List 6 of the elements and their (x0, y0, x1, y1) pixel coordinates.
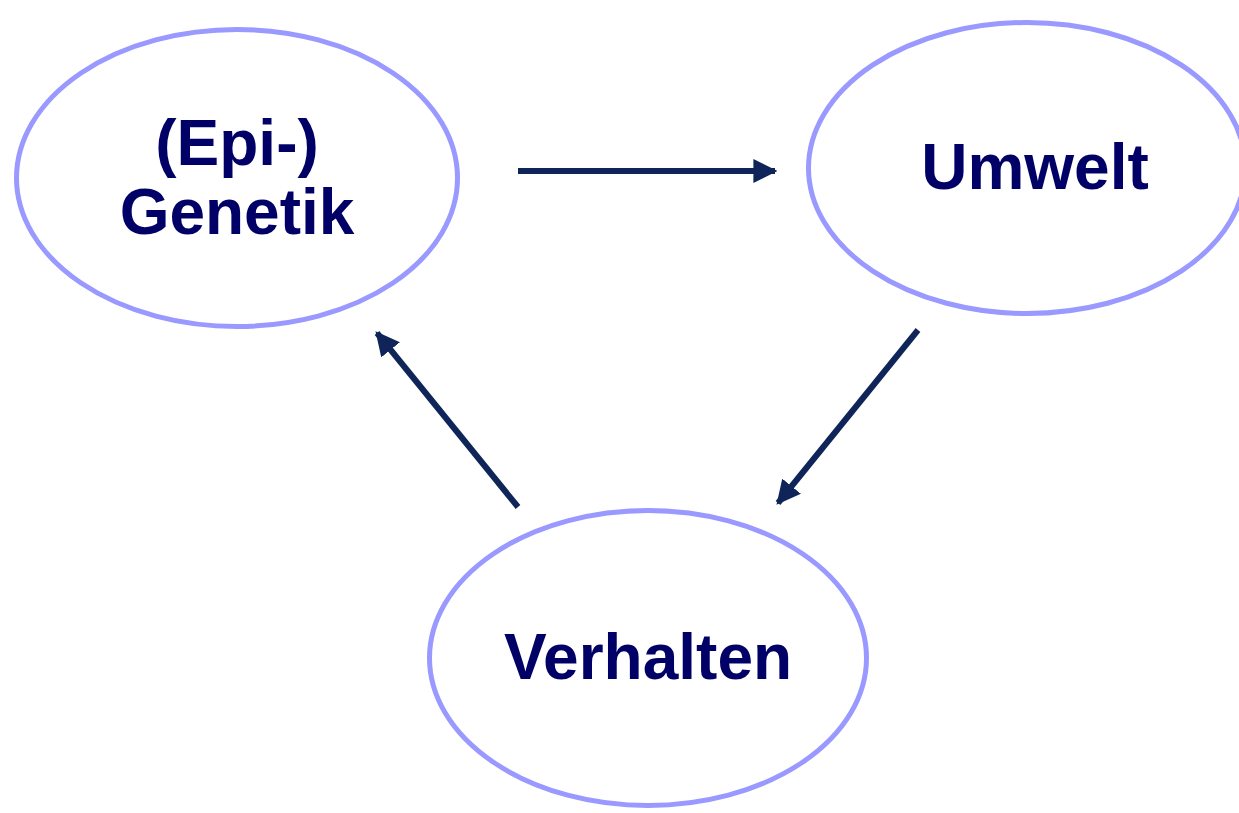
arrow (518, 159, 778, 183)
node-label: Verhalten (502, 623, 794, 693)
arrow (374, 331, 521, 509)
node-label: (Epi-) Genetik (118, 108, 356, 248)
arrow (775, 328, 921, 505)
node-label: Umwelt (920, 133, 1150, 203)
